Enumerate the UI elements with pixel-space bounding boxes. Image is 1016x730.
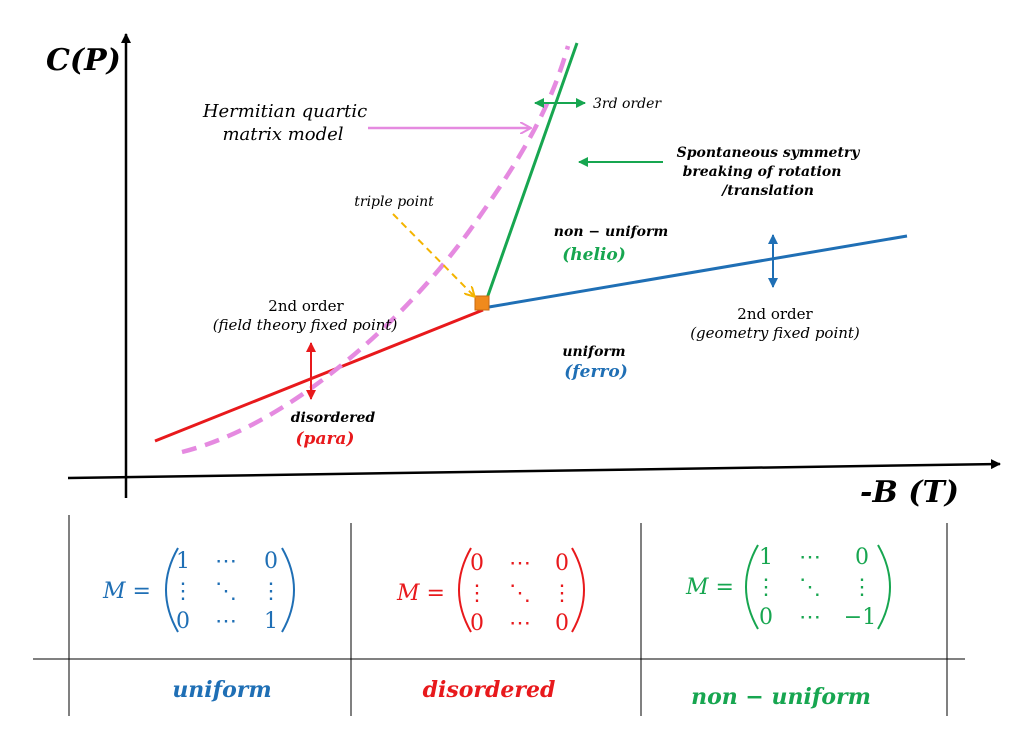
left-paren xyxy=(165,547,179,633)
triple-point-arrow xyxy=(392,213,474,296)
matrix-entry: 0 xyxy=(470,611,484,636)
right-second-order-line1: 2nd order xyxy=(737,305,813,323)
matrix-entry: ⋮ xyxy=(851,575,873,600)
matrix-nonuniform: M = 1 ⋯ 0 ⋮ ⋱ ⋮ 0 ⋯ −1 xyxy=(685,544,891,630)
matrix-entry: ⋮ xyxy=(551,581,573,606)
green-boundary-line xyxy=(483,42,579,305)
hermitian-label-line2: matrix model xyxy=(222,124,343,145)
matrix-lhs: M = xyxy=(102,579,151,604)
triple-point-marker xyxy=(474,295,490,311)
matrix-entry: ⋯ xyxy=(799,545,821,570)
matrix-entry: 0 xyxy=(264,549,278,574)
matrix-entry: ⋯ xyxy=(509,611,531,636)
right-paren xyxy=(281,547,295,633)
x-axis-label: -B (T) xyxy=(860,475,959,510)
matrix-entry: 0 xyxy=(555,611,569,636)
phase-name-disordered: disordered xyxy=(423,677,556,703)
matrix-entry: ⋮ xyxy=(260,579,282,604)
left-second-order-line1: 2nd order xyxy=(268,297,344,315)
third-order-label: 3rd order xyxy=(593,96,662,112)
matrix-entry: ⋱ xyxy=(215,579,237,604)
red-boundary-line xyxy=(154,308,484,443)
para-label: (para) xyxy=(296,429,355,449)
uniform-region-label: uniform xyxy=(562,344,625,360)
right-paren xyxy=(571,547,585,633)
matrix-lhs: M = xyxy=(685,575,734,600)
x-axis xyxy=(67,459,1001,480)
nonuniform-region-label: non − uniform xyxy=(554,224,668,240)
ssb-label-line3: /translation xyxy=(720,183,814,199)
matrix-lhs: M = xyxy=(396,581,445,606)
matrix-entry: 1 xyxy=(264,609,278,634)
left-second-order-line2: (field theory fixed point) xyxy=(213,316,398,334)
right-second-order-line2: (geometry fixed point) xyxy=(690,324,860,342)
ssb-label-line1: Spontaneous symmetry xyxy=(677,145,861,161)
hermitian-matrix-model-curve xyxy=(181,45,571,455)
matrix-entry: −1 xyxy=(844,605,876,630)
matrix-entry: ⋯ xyxy=(215,549,237,574)
matrix-entry: ⋱ xyxy=(509,581,531,606)
phase-name-uniform: uniform xyxy=(172,677,271,703)
helio-label: (helio) xyxy=(562,245,626,265)
matrix-entry: ⋯ xyxy=(799,605,821,630)
triple-point-label: triple point xyxy=(354,194,434,210)
left-paren xyxy=(458,547,472,633)
matrix-entry: ⋯ xyxy=(215,609,237,634)
ferro-label: (ferro) xyxy=(564,362,627,382)
matrix-entry: ⋮ xyxy=(466,581,488,606)
ssb-label-line2: breaking of rotation xyxy=(683,164,842,180)
y-axis-label: C(P) xyxy=(46,43,121,78)
matrix-entry: 0 xyxy=(759,605,773,630)
matrix-entry: 0 xyxy=(470,551,484,576)
matrix-entry: ⋯ xyxy=(509,551,531,576)
right-paren xyxy=(877,544,891,630)
disordered-region-label: disordered xyxy=(291,410,376,426)
matrix-entry: 1 xyxy=(759,545,773,570)
matrix-disordered: M = 0 ⋯ 0 ⋮ ⋱ ⋮ 0 ⋯ 0 xyxy=(396,547,585,636)
matrix-entry: 0 xyxy=(176,609,190,634)
matrix-uniform: M = 1 ⋯ 0 ⋮ ⋱ ⋮ 0 ⋯ 1 xyxy=(102,547,295,634)
matrix-entry: ⋮ xyxy=(755,575,777,600)
matrix-entry: 0 xyxy=(555,551,569,576)
phase-name-nonuniform: non − uniform xyxy=(691,684,871,710)
blue-boundary-line xyxy=(482,234,908,310)
matrix-entry: ⋱ xyxy=(799,575,821,600)
left-paren xyxy=(745,544,759,630)
matrix-entry: 1 xyxy=(176,549,190,574)
hermitian-label-line1: Hermitian quartic xyxy=(202,101,367,122)
matrix-entry: 0 xyxy=(855,545,869,570)
matrix-entry: ⋮ xyxy=(172,579,194,604)
